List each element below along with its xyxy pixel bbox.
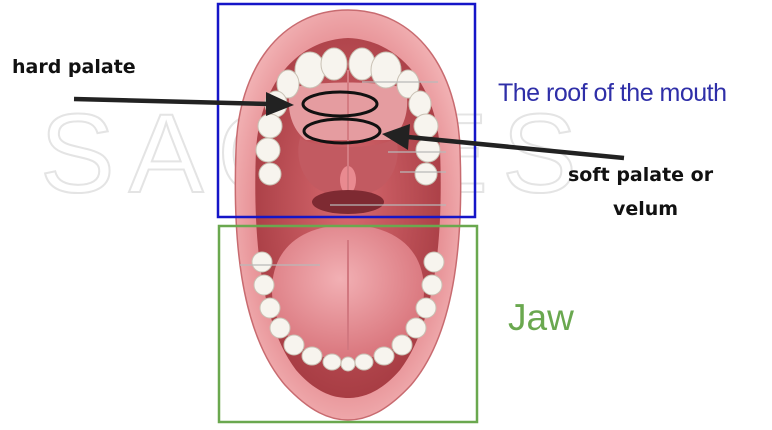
mouth-illustration: [235, 10, 460, 420]
roof-of-mouth-label: The roof of the mouth: [498, 79, 727, 108]
soft-palate-label: soft palate or: [568, 164, 713, 186]
hard-palate-label: hard palate: [12, 56, 136, 78]
jaw-label: Jaw: [508, 297, 574, 339]
throat: [312, 190, 384, 214]
velum-label: velum: [613, 198, 678, 220]
